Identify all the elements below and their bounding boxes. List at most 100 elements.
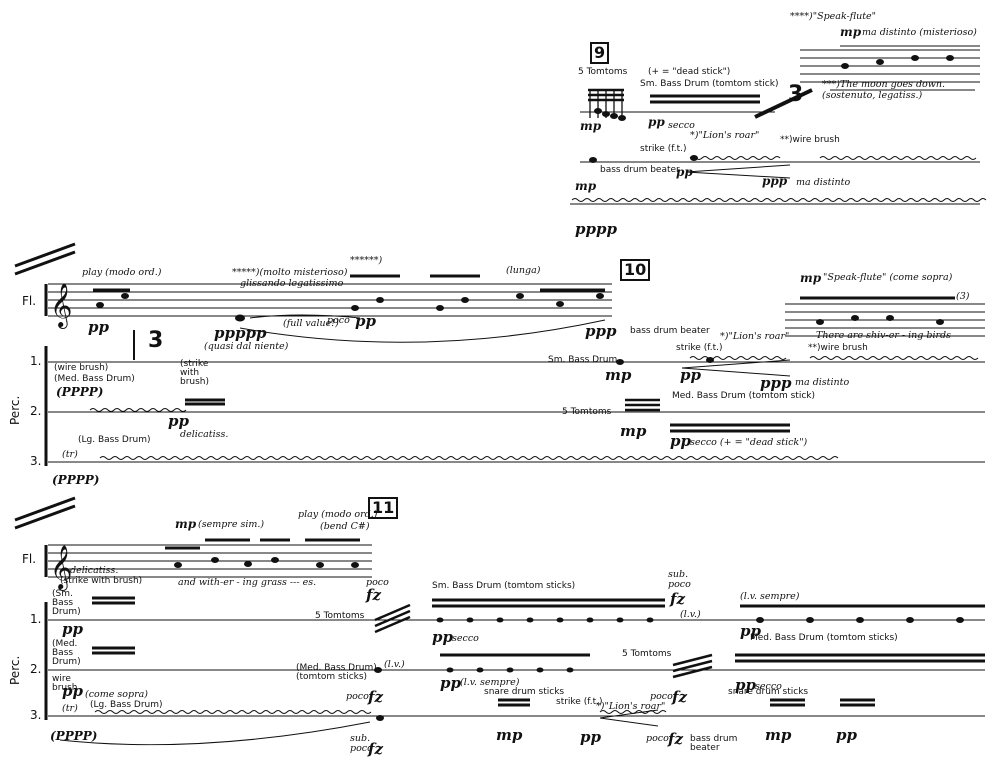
flute-label-sys3: Fl. [22, 552, 37, 566]
sys1-bass-drum-beater: bass drum beater [600, 165, 680, 175]
sys1-strike: strike (f.t.) [640, 144, 687, 154]
perc2-strike-notes [185, 398, 225, 406]
sys1-mp: mp [580, 119, 602, 133]
sys1-pppp: pppp [575, 220, 617, 238]
sys1-dead-stick: (+ = "dead stick") [648, 67, 731, 77]
sys3-delicatiss: delicatiss. [70, 565, 119, 576]
sys3-sm-bd-tt: Sm. Bass Drum (tomtom sticks) [432, 581, 576, 591]
flute-staff-sys1 [800, 49, 980, 83]
trill-line-sys1c [571, 198, 987, 202]
sys2-mp3: mp [800, 271, 822, 285]
sys3-pp5: pp [580, 728, 601, 746]
sys3-secco2: secco [755, 681, 782, 692]
perc1-label-sys2: 1. [30, 354, 42, 368]
slur-sys2b [249, 314, 361, 319]
tuplet-slash-sys1 [754, 88, 813, 119]
trill-line-sys1a [689, 156, 781, 160]
trill-sys2b [99, 456, 839, 460]
sys3-tomtoms2: 5 Tomtoms [622, 649, 672, 659]
sys3-secco: secco [452, 633, 479, 644]
sys3-mp-snare2: mp [765, 726, 792, 744]
sys1-sostenuto: (sostenuto, legatiss.) [822, 90, 923, 101]
sys3-bass-drum-beater: bass drum beater [690, 734, 738, 753]
sys3-fz: fz [366, 586, 381, 604]
sys3-pppp: (PPPP) [50, 729, 98, 743]
trill-sys2a [89, 408, 187, 412]
sys2-pp-poco: pp [355, 312, 376, 330]
sys2-wire-brush: (wire brush) [54, 363, 109, 373]
perc-label-sys2: Perc. [8, 395, 22, 425]
sys2-tuplet-3: 3 [148, 328, 164, 353]
perc2-label-sys3: 2. [30, 662, 42, 676]
hairpin-sys3b [599, 717, 659, 727]
sys2-lions-roar: *)"Lion's roar" [720, 331, 790, 342]
sys2-mp2: mp [620, 422, 647, 440]
sys2-ppppp: ppppp [214, 324, 267, 342]
rehearsal-mark-9: 9 [590, 42, 610, 64]
system-3-staves: 𝄞 [14, 496, 985, 746]
sys2-delicatiss: delicatiss. [180, 429, 229, 440]
sys2-sm-bass-drum: Sm. Bass Drum [548, 355, 618, 365]
sys1-mp-distinto: mp [840, 25, 862, 39]
sys2-mp: mp [605, 366, 632, 384]
sys3-sub-poco: sub. poco [668, 569, 691, 590]
sys3-poco-fz4: poco [646, 733, 669, 744]
sys3-sm-bass-drum: (Sm. Bass Drum) [52, 589, 81, 617]
sys2-tomtoms: 5 Tomtoms [562, 407, 612, 417]
sys2-lg-bass-drum: (Lg. Bass Drum) [78, 435, 151, 445]
sys3-strike-with-brush: (strike with brush) [60, 576, 143, 586]
sys3-fz4: fz [672, 688, 687, 706]
sys3-pp1: pp [62, 620, 83, 638]
sys2-strike: strike (f.t.) [676, 343, 723, 353]
sys3-pp6: pp [836, 726, 857, 744]
trill-sys2c [689, 356, 787, 360]
sys3-tomtoms: 5 Tomtoms [315, 611, 365, 621]
sys2-full-value: (full value!) [283, 318, 339, 329]
sys3-pp-secco: pp [432, 628, 453, 646]
slur-sys2 [239, 319, 606, 343]
sys3-pp2: pp [62, 682, 83, 700]
sys2-ppp-end: ppp [585, 322, 617, 340]
sys2-poco: poco [327, 315, 350, 326]
sys3-sub-poco2: sub. poco [350, 733, 373, 754]
sys3-snare2: snare drum sticks [728, 687, 809, 697]
sys2-pppp3: (PPPP) [52, 473, 100, 487]
sys3-bend: (bend C#) [320, 521, 370, 532]
tomtom-cluster-sys3a [374, 603, 411, 634]
hairpin-sys1 [685, 164, 791, 173]
sys1-ma-distinto-misterioso: ma distinto (misterioso) [862, 27, 977, 38]
sm-bass-drum-notes-sys1 [650, 94, 760, 104]
sys1-mp2: mp [575, 179, 597, 193]
perc1-label-sys3: 1. [30, 612, 42, 626]
sys3-strike: strike (f.t.) [556, 697, 603, 707]
trill-line-sys1b [819, 156, 977, 160]
flute-staff-sys3 [48, 544, 372, 578]
trill-sys3 [94, 710, 372, 714]
hairpin-sys1b [685, 171, 791, 179]
flute-label-sys2: Fl. [22, 294, 37, 308]
sys1-tomtoms: 5 Tomtoms [578, 67, 628, 77]
sys3-lv: (l.v.) [680, 609, 701, 620]
sys2-lunga: (lunga) [506, 265, 541, 276]
sys3-fz6: fz [368, 740, 383, 758]
sys3-sempre-sim: (sempre sim.) [198, 519, 265, 530]
sys2-pp: pp [88, 318, 109, 336]
sys3-come-sopra: (come sopra) [85, 689, 148, 700]
system-1-staves [570, 45, 987, 205]
sys3-fz3: fz [368, 688, 383, 706]
sys2-play: play (modo ord.) [82, 267, 162, 278]
sys2-three-circle: (3) [956, 291, 970, 302]
sys3-poco-fz3: poco [650, 691, 673, 702]
sys2-med-bass-drum: (Med. Bass Drum) [54, 374, 135, 384]
trill-sys2d [809, 356, 979, 360]
sys1-pp-secco: pp [648, 115, 665, 129]
sys2-ppp2: ppp [760, 374, 792, 392]
sys2-wire-brush2: **)wire brush [808, 343, 868, 353]
sys3-fz5: fz [668, 730, 683, 748]
sys2-shivering: There are shiv-er - ing birds [816, 330, 952, 341]
sys3-lg-bass-drum: (Lg. Bass Drum) [90, 700, 163, 710]
sys3-med-bass-drum: (Med. Bass Drum) [52, 639, 81, 667]
sys3-play-modo: play (modo ord.) [298, 509, 378, 520]
sys1-ma-distinto: ma distinto [796, 177, 851, 188]
